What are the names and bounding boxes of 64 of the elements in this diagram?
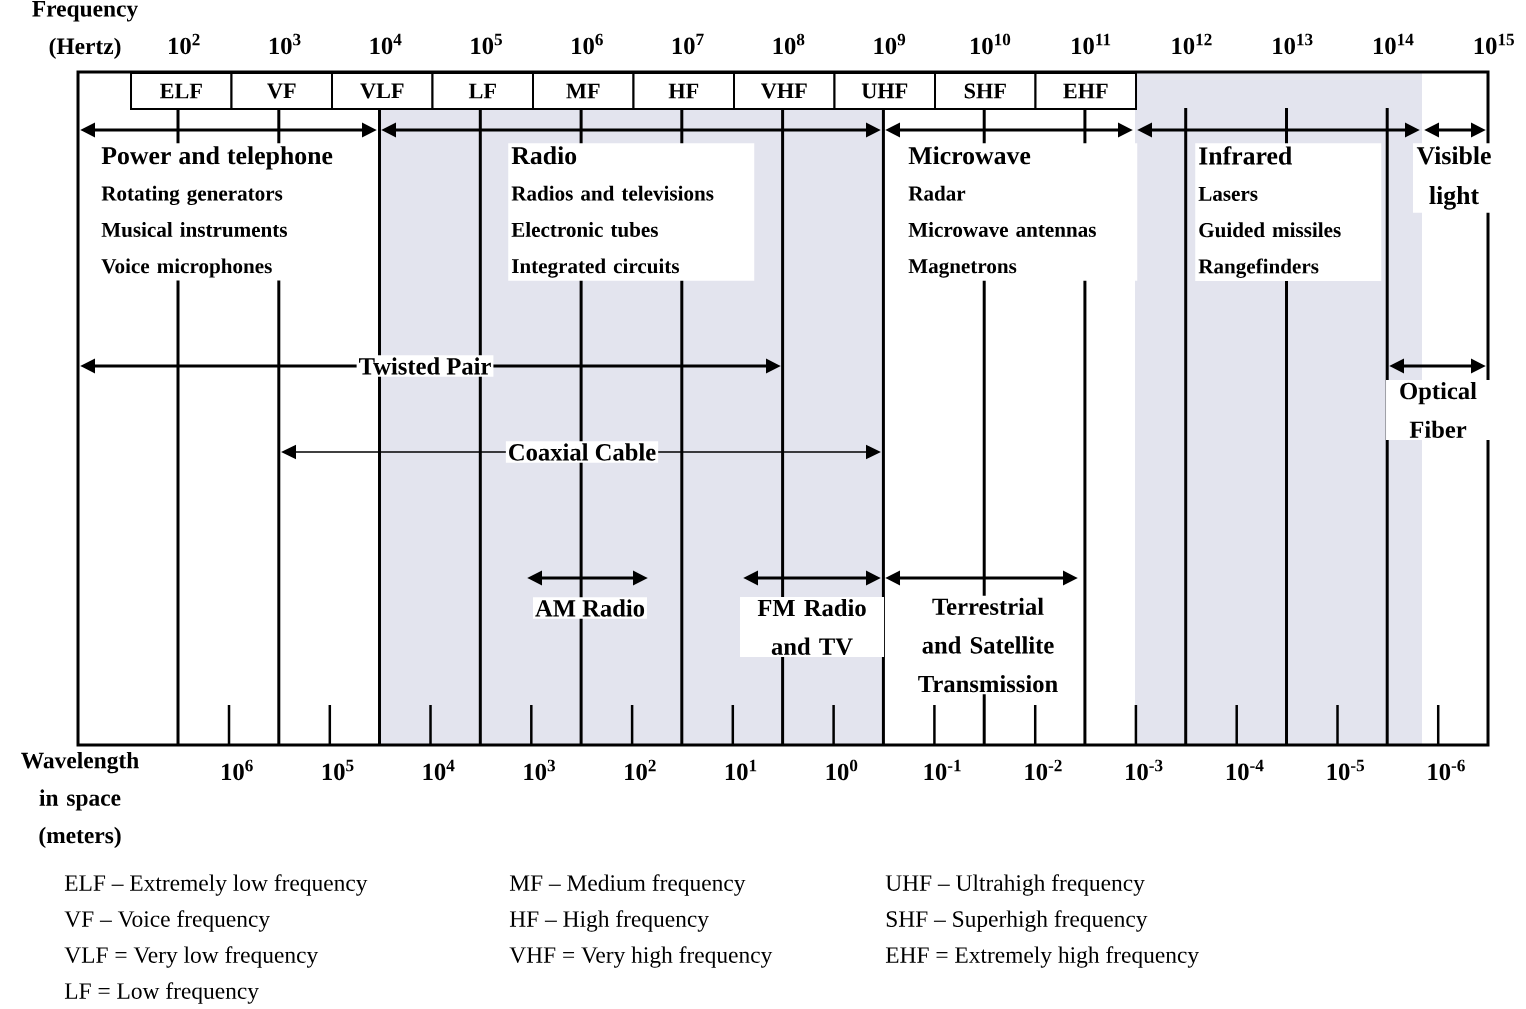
legend-note: LF = Low frequency (64, 982, 259, 1004)
tick-label: 10$^{3}$ (524, 759, 556, 781)
legend-note: VF – Voice frequency (64, 910, 270, 932)
tick-label: 10$^{10}$ (970, 33, 1011, 55)
band-box: HF (632, 72, 735, 110)
band-box: EHF (1034, 72, 1137, 110)
tick-label: 10$^{12}$ (1172, 33, 1212, 55)
media-label: Twisted Pair (356, 355, 494, 377)
tick-label: 10$^{7}$ (672, 33, 704, 55)
band-box: VHF (733, 72, 836, 110)
axis-label: Wavelength in space (meters) (21, 751, 139, 849)
tick-label: 10$^{2}$ (625, 759, 656, 781)
tick-label: 10$^{11}$ (1072, 33, 1111, 55)
band-box: MF (532, 72, 635, 110)
tick-label: 10$^{9}$ (874, 33, 906, 55)
tick-label: 10$^{1}$ (725, 759, 757, 781)
legend-note: ELF – Extremely low frequency (64, 874, 368, 896)
tick-label: 10$^{13}$ (1273, 33, 1313, 55)
tick-label: 10$^{4}$ (370, 33, 402, 55)
application-box: Infrared Lasers Guided missiles Rangefinders (1195, 143, 1382, 281)
media-label: FM Radio and TV (740, 596, 884, 658)
tick-label: 10$^{-4}$ (1226, 759, 1264, 781)
tick-label: 10$^{3}$ (269, 33, 301, 55)
media-label: Terrestrial and Satellite Transmission (893, 595, 1083, 695)
legend-note: HF – High frequency (509, 910, 709, 932)
tick-label: 10$^{15}$ (1474, 33, 1514, 55)
legend-note: UHF – Ultrahigh frequency (885, 874, 1145, 896)
tick-label: 10$^{6}$ (222, 759, 253, 781)
tick-label: 10$^{-3}$ (1126, 759, 1163, 781)
media-label: Optical Fiber (1386, 380, 1490, 440)
node-label: Microwave (908, 146, 1031, 165)
application-box: Visible light (1413, 143, 1495, 213)
legend-note: VLF = Very low frequency (64, 946, 319, 968)
axis-label: Frequency (Hertz) (32, 1, 138, 59)
tick-label: 10$^{6}$ (572, 33, 603, 55)
tick-label: 10$^{2}$ (169, 33, 200, 55)
application-box: Power and telephone Rotating generators Musical instruments Voice microphones (98, 143, 374, 281)
band-box: ELF (130, 72, 233, 110)
node-label: Radar (908, 185, 966, 201)
band-box: VLF (331, 72, 434, 110)
tick-label: 10$^{-1}$ (924, 759, 961, 781)
legend-note: EHF = Extremely high frequency (885, 946, 1199, 968)
tick-label: 10$^{14}$ (1373, 33, 1414, 55)
tick-label: 10$^{8}$ (773, 33, 805, 55)
band-box: LF (431, 72, 534, 110)
tick-label: 10$^{-5}$ (1327, 759, 1365, 781)
tick-label: 10$^{5}$ (322, 759, 354, 781)
tick-label: 10$^{-6}$ (1428, 759, 1465, 781)
legend-note: MF – Medium frequency (509, 874, 746, 896)
tick-label: 10$^{5}$ (471, 33, 502, 55)
node-label: Microwave antennas (908, 222, 1096, 237)
media-label: AM Radio (533, 597, 647, 619)
tick-label: 10$^{4}$ (423, 759, 455, 781)
media-label: Coaxial Cable (505, 441, 659, 463)
legend-note: VHF = Very high frequency (509, 946, 773, 968)
application-box: Microwave Radar Microwave antennas Magnetrons (905, 143, 1138, 281)
band-box: UHF (833, 72, 936, 110)
band-box: SHF (934, 72, 1037, 110)
application-box: Radio Radios and televisions Electronic tubes Integrated circuits (508, 143, 755, 281)
legend-note: SHF – Superhigh frequency (886, 910, 1148, 932)
node-label: Magnetrons (908, 259, 1017, 278)
band-box: VF (230, 72, 333, 110)
tick-label: 10$^{-2}$ (1025, 759, 1062, 781)
tick-label: 10$^{0}$ (826, 759, 858, 781)
